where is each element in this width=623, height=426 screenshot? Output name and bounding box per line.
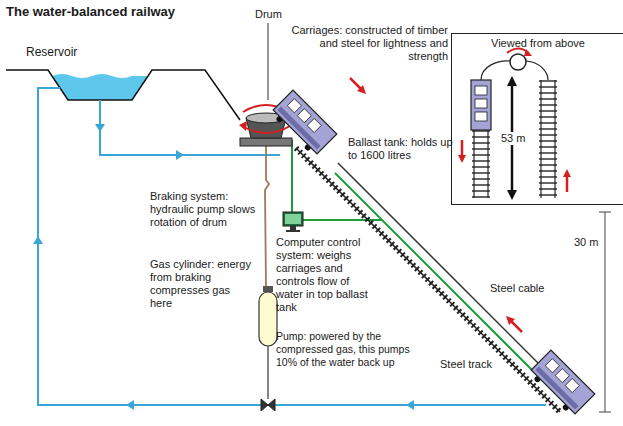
carriage-window [475, 86, 487, 95]
track-sleepers [472, 130, 490, 198]
carriage-window [565, 378, 579, 392]
brake-line [265, 146, 269, 288]
carriage-window [475, 112, 487, 121]
computer-screen [285, 214, 301, 224]
bottom-carriage [528, 350, 595, 417]
carriage-body [531, 350, 595, 414]
cable-plan [526, 61, 548, 80]
diagram-title: The water-balanced railway [6, 4, 175, 20]
cable-label: Steel cable [490, 282, 544, 295]
computer-monitor [283, 212, 303, 226]
top-carriage [270, 90, 337, 157]
height-dimension [599, 212, 611, 412]
direction-arrowhead [458, 155, 466, 163]
return-pipe [38, 88, 546, 405]
direction-arrow [461, 140, 464, 156]
length-dimension-label: 53 m [499, 132, 527, 145]
computer-base [286, 230, 300, 232]
track-sleepers [539, 80, 557, 198]
pump-note: Pump: powered by the compressed gas, thi… [276, 330, 426, 369]
flow-arrow [33, 236, 43, 244]
carriage-window [545, 359, 559, 373]
carriage-note: Carriages: constructed of timber and ste… [280, 24, 448, 63]
braking-note: Braking system: hydraulic pump slows rot… [150, 190, 258, 229]
flow-arrow [176, 150, 184, 160]
carriage-window [287, 99, 301, 113]
track-label: Steel track [440, 358, 492, 371]
rotation-arrowhead [524, 49, 532, 56]
rotation-arrow [242, 126, 290, 133]
ballast-tank [277, 106, 320, 149]
ballast-note: Ballast tank: holds up to 1600 litres [348, 136, 458, 162]
flow-arrow [126, 400, 134, 410]
direction-arrowhead [506, 316, 515, 325]
carriage-body [273, 90, 337, 154]
control-wire [291, 140, 293, 213]
ballast-tank [535, 366, 578, 409]
ground-line [6, 70, 240, 120]
cylinder-cap [263, 286, 273, 292]
direction-arrowhead [563, 169, 571, 177]
direction-arrowhead [357, 85, 366, 94]
carriage-plan [471, 80, 491, 130]
direction-arrow [566, 176, 569, 192]
leader-line [268, 23, 269, 100]
height-dimension-label: 30 m [572, 236, 600, 249]
rotation-arrowhead [239, 121, 247, 131]
gas-cylinder [259, 292, 277, 346]
reservoir-water [52, 74, 148, 100]
inset-box: Viewed from above [451, 33, 623, 205]
reservoir-label: Reservoir [26, 46, 77, 59]
carriage-window [307, 118, 321, 132]
cylinder-note: Gas cylinder: energy from braking compre… [150, 258, 254, 310]
flow-arrow [95, 124, 105, 132]
flow-arrow [406, 400, 414, 410]
cable-plan [481, 61, 510, 80]
track-rails [541, 80, 555, 198]
pump-symbol [261, 399, 275, 411]
pump-line [267, 346, 268, 399]
control-wire [303, 219, 382, 221]
drum-plan [510, 54, 526, 70]
drum-base [240, 138, 292, 146]
track-rails [474, 130, 488, 198]
inset-heading: Viewed from above [452, 37, 623, 50]
computer-note: Computer control system: weighs carriage… [276, 236, 372, 314]
computer-stand [290, 226, 296, 230]
carriage-window [555, 369, 569, 383]
carriage-window [297, 109, 311, 123]
drum-label: Drum [255, 8, 282, 21]
carriage-window [475, 99, 487, 108]
